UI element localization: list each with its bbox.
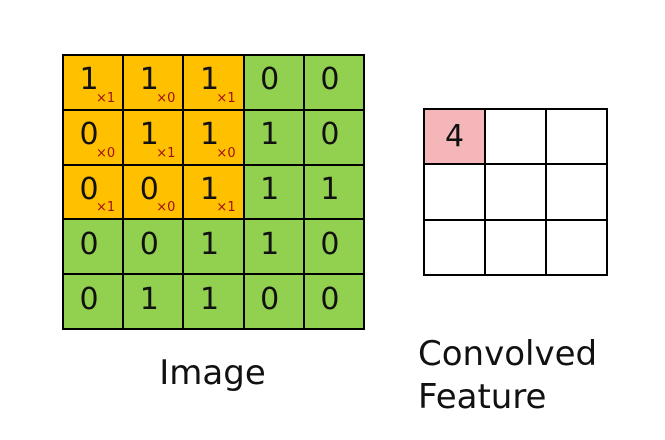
convolved-cell: [547, 165, 608, 221]
image-cell: 0: [124, 220, 185, 276]
image-cell: 1: [244, 110, 305, 166]
image-cell: 1×1: [184, 56, 245, 111]
image-cell: 0: [244, 275, 305, 330]
image-cell-value: 1: [199, 62, 220, 98]
image-cell-value: 0: [79, 226, 99, 262]
kernel-weight: ×0: [156, 200, 176, 216]
convolved-cell: [547, 220, 608, 276]
image-cell-value: 1: [199, 281, 220, 317]
image-cell: 0: [304, 275, 365, 330]
image-caption: Image: [159, 353, 266, 393]
image-cell-value: 0: [320, 226, 340, 262]
image-cell-value: 1: [199, 117, 220, 153]
image-cell-value: 0: [79, 281, 99, 317]
kernel-weight: ×1: [96, 200, 116, 216]
image-cell: 0: [244, 56, 305, 111]
image-cell: 1×0: [124, 56, 185, 111]
image-cell-value: 1: [260, 117, 280, 153]
image-cell: 1: [184, 220, 245, 276]
image-cell: 1×1: [64, 56, 125, 111]
image-cell: 0×1: [64, 165, 125, 221]
image-cell-value: 1: [139, 281, 159, 317]
kernel-weight: ×0: [156, 90, 176, 106]
image-cell-value: 0: [320, 62, 340, 98]
image-cell: 0: [64, 220, 125, 276]
image-cell-value: 1: [199, 226, 220, 262]
image-cell: 1×1: [124, 110, 185, 166]
convolved-cell: [486, 165, 547, 221]
image-cell-value: 0: [320, 281, 340, 317]
kernel-weight: ×1: [156, 145, 176, 161]
image-cell-value: 0: [139, 171, 159, 207]
convolved-caption-line1: Convolved: [418, 334, 598, 374]
kernel-weight: ×0: [96, 145, 116, 161]
image-cell: 0: [304, 220, 365, 276]
convolved-cell: [486, 110, 547, 166]
image-cell-value: 0: [260, 62, 280, 98]
image-cell: 1: [244, 220, 305, 276]
convolved-feature-grid: 4: [423, 108, 608, 276]
image-cell: 1: [184, 275, 245, 330]
convolved-cell: [486, 220, 547, 276]
image-cell-value: 0: [139, 226, 159, 262]
image-cell: 0: [304, 56, 365, 111]
convolved-cell-filled: 4: [425, 110, 486, 166]
convolved-cell: [547, 110, 608, 166]
image-cell-value: 0: [79, 171, 99, 207]
image-cell-value: 1: [320, 171, 340, 207]
image-cell-value: 1: [260, 226, 280, 262]
kernel-weight: ×1: [96, 90, 116, 106]
image-cell-value: 1: [139, 117, 159, 153]
image-cell-value: 1: [79, 62, 99, 98]
image-cell: 0×0: [64, 110, 125, 166]
image-cell-value: 0: [320, 117, 340, 153]
image-cell-value: 0: [260, 281, 280, 317]
image-cell-value: 1: [199, 171, 220, 207]
image-cell: 1×1: [184, 165, 245, 221]
kernel-weight: ×0: [216, 145, 236, 161]
convolved-cell: [425, 220, 486, 276]
image-cell: 0×0: [124, 165, 185, 221]
image-cell: 0: [64, 275, 125, 330]
image-cell-value: 0: [79, 117, 99, 153]
convolved-caption-line2: Feature: [418, 376, 547, 417]
image-cell: 0: [304, 110, 365, 166]
image-cell-value: 1: [139, 62, 159, 98]
image-cell: 1: [244, 165, 305, 221]
image-cell: 1: [304, 165, 365, 221]
image-cell: 1: [124, 275, 185, 330]
kernel-weight: ×1: [216, 200, 236, 216]
image-cell-value: 1: [260, 171, 280, 207]
convolved-cell: [425, 165, 486, 221]
kernel-weight: ×1: [216, 90, 236, 106]
image-cell: 1×0: [184, 110, 245, 166]
